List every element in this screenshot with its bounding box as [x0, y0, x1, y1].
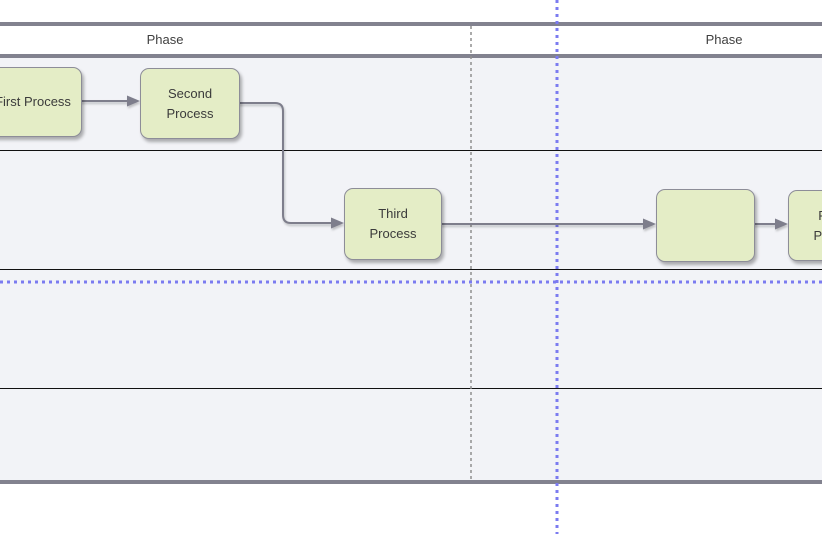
swimlane-4[interactable]: [0, 389, 822, 480]
lane-divider: [0, 150, 822, 151]
node-label: Third Process: [369, 206, 417, 241]
node-third-process[interactable]: Third Process: [344, 188, 442, 260]
lane-divider: [0, 388, 822, 389]
lane-divider: [0, 269, 822, 270]
node-first-process[interactable]: First Process: [0, 67, 82, 137]
pool-header-border: [0, 54, 822, 58]
phase-header-band[interactable]: [0, 26, 822, 54]
swimlane-1[interactable]: [0, 58, 822, 150]
node-blank-process[interactable]: [656, 189, 755, 262]
pool-top-border: [0, 22, 822, 26]
swimlane-3[interactable]: [0, 270, 822, 388]
pool-bottom-border: [0, 480, 822, 484]
node-label: Fourth Process: [813, 208, 822, 243]
phase-header-2[interactable]: Phase: [705, 32, 743, 47]
node-label: First Process: [0, 94, 71, 109]
node-second-process[interactable]: Second Process: [140, 68, 240, 139]
phase-header-1[interactable]: Phase: [146, 32, 184, 47]
node-fourth-process[interactable]: Fourth Process: [788, 190, 822, 261]
node-label: Second Process: [166, 85, 214, 121]
